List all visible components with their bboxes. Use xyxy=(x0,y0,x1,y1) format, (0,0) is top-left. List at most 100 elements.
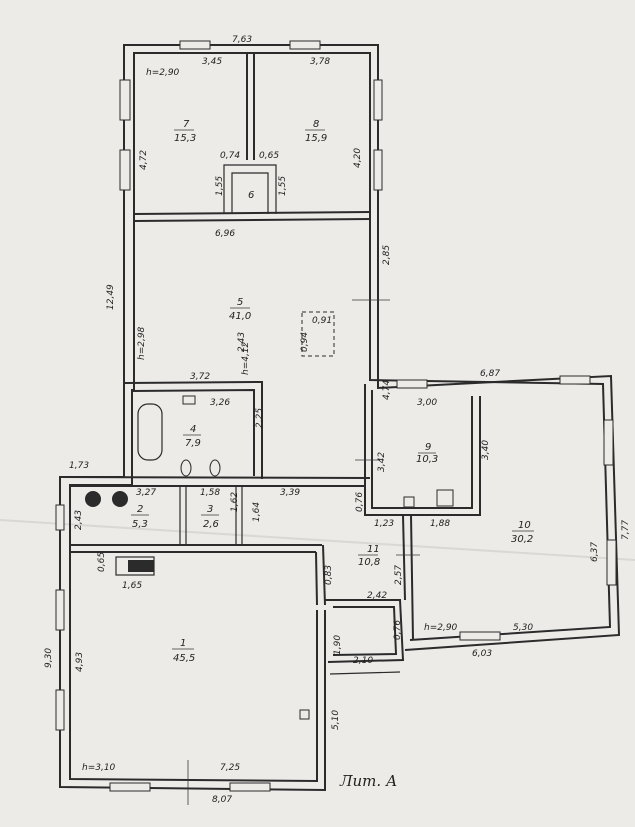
room-dim: 0,76 xyxy=(355,492,365,512)
room-3: 3 2,6 1,58 1,62 1,64 xyxy=(200,488,262,530)
toilet-icon xyxy=(180,459,192,477)
room-2: 2 5,3 3,27 2,43 xyxy=(74,488,156,530)
room-dim: 1,23 xyxy=(374,519,394,529)
room-dim: 4,72 xyxy=(139,150,149,170)
room-number: 1 xyxy=(180,638,186,649)
dim-bottom-width: 8,07 xyxy=(212,795,232,805)
room-dim: 0,91 xyxy=(312,316,332,326)
room-dim: 0,65 xyxy=(259,151,279,161)
dim-east-bottom: 6,03 xyxy=(472,649,492,659)
dim-porch-side: 5,10 xyxy=(331,710,341,730)
stove-icon xyxy=(436,489,454,507)
plan-title: Лит. А xyxy=(339,772,397,790)
room-9: 9 10,3 3,00 3,42 3,40 1,23 1,88 xyxy=(374,398,491,529)
room-dim: 1,88 xyxy=(430,519,450,529)
room-dim: 3,27 xyxy=(136,488,156,498)
fixtures xyxy=(85,311,454,720)
room-dim: 1,90 xyxy=(333,635,343,655)
dim-east-top: 6,87 xyxy=(480,369,500,379)
room-dim: 2,25 xyxy=(255,408,265,428)
room-dim: 3,78 xyxy=(310,57,330,67)
dim-vestibule: 1,73 xyxy=(69,461,89,471)
room-1: 1 45,5 4,93 7,25 1,65 0,65 0,83 h=3,10 xyxy=(75,552,334,773)
room-area: 5,3 xyxy=(132,519,148,530)
room-number: 11 xyxy=(367,544,380,555)
room-8: 8 15,9 3,78 4,20 xyxy=(305,57,363,168)
room-dim: 3,26 xyxy=(210,398,230,408)
boiler-icon xyxy=(112,491,128,507)
room-number: 9 xyxy=(425,442,431,453)
room-dim: 7,25 xyxy=(220,763,240,773)
room-11: 11 10,8 2,57 2,42 2,10 1,90 0,76 0,76 xyxy=(333,492,404,666)
dim-left-low: 9,30 xyxy=(44,648,54,668)
room-6: 6 0,74 0,65 1,55 1,55 xyxy=(215,151,288,201)
dimension-ticks xyxy=(187,299,420,805)
dim-top-width: 7,63 xyxy=(232,35,252,45)
room-dim: 4,20 xyxy=(353,148,363,168)
toilet-icon xyxy=(209,459,221,477)
room-area: 15,9 xyxy=(305,133,327,144)
inner-walls xyxy=(59,53,481,641)
room-dim: 1,58 xyxy=(200,488,220,498)
room-height: h=3,10 xyxy=(82,763,116,773)
room-number: 5 xyxy=(237,297,243,308)
room-height: h=2,98 xyxy=(137,326,147,360)
room-number: 4 xyxy=(190,424,196,435)
dim-right-mid: 2,85 xyxy=(382,245,392,265)
room-dim: 1,55 xyxy=(278,176,288,196)
room-dim: 3,40 xyxy=(481,440,491,460)
room-dim: 2,42 xyxy=(367,591,387,601)
room-dim: 3,00 xyxy=(417,398,437,408)
room-dim: 6,96 xyxy=(215,229,235,239)
room-area: 7,9 xyxy=(185,438,201,449)
outer-walls xyxy=(59,44,621,792)
boiler-icon xyxy=(85,491,101,507)
room-dim: 0,83 xyxy=(324,565,334,585)
room-dim: 1,65 xyxy=(122,581,142,591)
dim-hall-sub: 3,39 xyxy=(280,488,300,498)
room-dim: 2,57 xyxy=(394,565,404,585)
room-dim: 6,37 xyxy=(590,542,600,562)
sink-icon xyxy=(182,395,196,405)
dim-left-length: 12,49 xyxy=(106,284,116,310)
sink-icon xyxy=(403,496,415,508)
overall-dimensions: 7,63 12,49 8,07 2,85 4,74 6,87 7,77 6,03… xyxy=(44,35,631,805)
room-dim: 1,64 xyxy=(252,502,262,522)
room-dim: 0,76 xyxy=(393,620,403,640)
paper-fold xyxy=(0,519,635,561)
room-dim: 0,74 xyxy=(220,151,240,161)
room-dim: 0,94 xyxy=(300,332,310,352)
dim-east-right: 7,77 xyxy=(621,520,631,540)
dim-right-low: 4,74 xyxy=(382,380,392,400)
room-number: 6 xyxy=(248,190,254,201)
room-dim: 5,30 xyxy=(513,623,533,633)
room-number: 3 xyxy=(207,504,213,515)
room-dim: 2,43 xyxy=(237,332,247,352)
room-10: 10 30,2 5,30 6,37 h=2,90 xyxy=(424,520,600,633)
room-dim: 1,55 xyxy=(215,176,225,196)
room-4: 4 7,9 3,72 3,26 2,43 2,25 xyxy=(183,332,265,449)
room-area: 15,3 xyxy=(174,133,196,144)
room-dim: 0,65 xyxy=(97,552,107,572)
room-area: 45,5 xyxy=(173,653,195,664)
room-height: h=4,12 xyxy=(241,341,251,375)
bathtub-icon xyxy=(137,403,163,461)
room-number: 8 xyxy=(313,119,319,130)
room-number: 2 xyxy=(137,504,143,515)
room-dim: 1,62 xyxy=(230,492,240,512)
room-5: 5 41,0 6,96 h=2,98 0,94 0,91 h=4,12 xyxy=(137,229,332,375)
room-number: 7 xyxy=(183,119,190,130)
windows xyxy=(55,40,617,792)
floor-hatch-icon xyxy=(299,709,310,720)
room-number: 10 xyxy=(518,520,531,531)
room-dim: 3,45 xyxy=(202,57,222,67)
room-area: 30,2 xyxy=(511,534,533,545)
room-dim: 2,10 xyxy=(353,656,373,666)
room-area: 10,8 xyxy=(358,557,380,568)
room-dim: 3,42 xyxy=(377,452,387,472)
chimney-icon xyxy=(301,311,335,357)
room-area: 10,3 xyxy=(416,454,438,465)
room-dim: 4,93 xyxy=(75,652,85,672)
